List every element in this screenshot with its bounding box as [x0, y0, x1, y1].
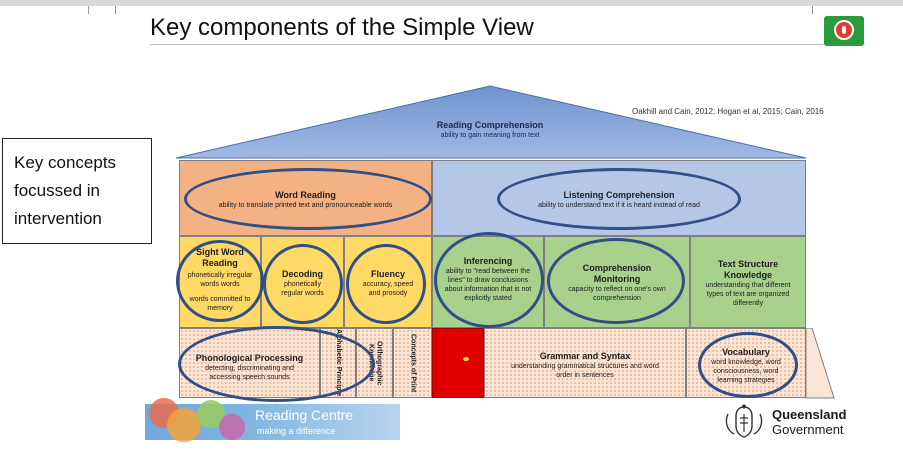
key-concepts-text: Key concepts focussed in intervention — [14, 153, 117, 228]
reading-centre-name: Reading Centre — [255, 407, 354, 423]
top-bar-tick — [88, 6, 89, 14]
top-bar — [0, 0, 903, 6]
title-divider — [150, 44, 865, 45]
text-structure-knowledge-subtitle: understanding that different types of te… — [705, 282, 791, 307]
highlight-oval-sight-words — [176, 240, 264, 322]
banner-blob — [167, 408, 201, 442]
grammar-syntax-title: Grammar and Syntax — [539, 351, 631, 361]
slide-title: Key components of the Simple View — [150, 14, 534, 41]
door-knob — [463, 357, 469, 361]
top-bar-tick — [812, 6, 813, 14]
text-structure-knowledge-title: Text Structure Knowledge — [717, 259, 779, 280]
reading-centre-banner — [145, 398, 400, 442]
highlight-oval-phonological — [178, 326, 375, 402]
highlight-oval-word-reading — [184, 168, 432, 230]
citation: Oakhill and Cain, 2012; Hogan et al, 201… — [632, 107, 824, 116]
top-bar-tick — [115, 6, 116, 14]
queensland-label: Queensland — [772, 407, 847, 422]
key-concepts-box: Key concepts focussed in intervention — [2, 138, 152, 244]
grammar-syntax-box: Grammar and Syntax understanding grammat… — [484, 328, 686, 398]
government-label: Government — [772, 422, 844, 437]
roof-subtitle: ability to gain meaning from text — [440, 132, 540, 139]
concepts-of-print-label: Concepts of Print — [409, 333, 417, 393]
concepts-of-print-box: Concepts of Print — [393, 328, 432, 398]
highlight-oval-listening — [497, 168, 741, 230]
grammar-syntax-subtitle: understanding grammatical structures and… — [511, 363, 659, 379]
highlight-oval-vocabulary — [698, 332, 798, 398]
door — [432, 328, 484, 398]
reading-centre-tagline: making a difference — [257, 426, 336, 436]
highlight-oval-inferencing — [434, 232, 544, 328]
house-roof — [176, 85, 807, 159]
roof-title: Reading Comprehension — [436, 120, 544, 130]
banner-blob — [219, 414, 245, 440]
foundation-ramp — [806, 328, 835, 399]
podcast-icon — [824, 16, 864, 46]
highlight-oval-decoding — [263, 244, 343, 324]
coat-of-arms-icon — [725, 404, 763, 438]
highlight-oval-comprehension-monitoring — [547, 238, 685, 324]
text-structure-knowledge-box: Text Structure Knowledge understanding t… — [690, 236, 806, 328]
highlight-oval-fluency — [346, 244, 426, 324]
